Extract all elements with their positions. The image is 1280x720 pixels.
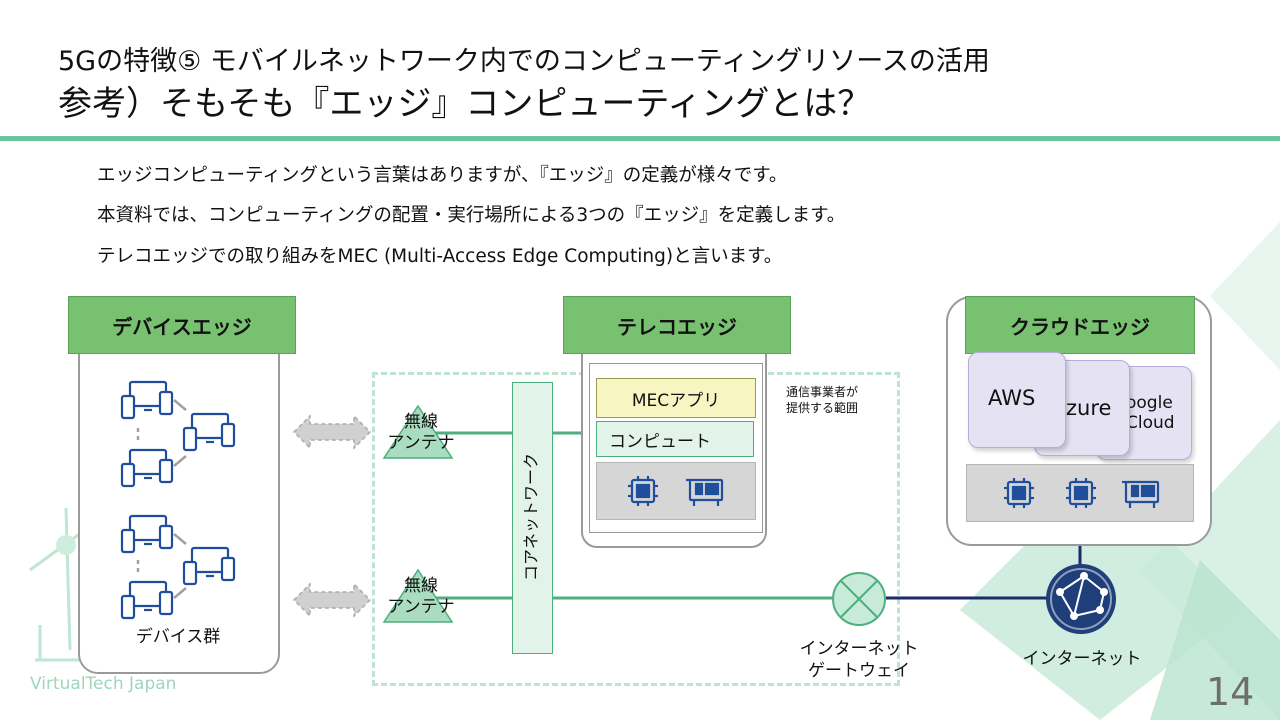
mec-app-box: MECアプリ: [596, 378, 756, 418]
telco-edge-header: テレコエッジ: [563, 296, 791, 354]
antenna-label-1: 無線アンテナ: [387, 412, 455, 453]
cpu-chip-icon: [1004, 478, 1034, 508]
telco-hardware-icons: [628, 476, 724, 506]
core-network-label: コアネットワーク: [522, 453, 541, 581]
internet-gateway-label: インターネットゲートウェイ: [799, 639, 919, 681]
compute-box: コンピュート: [596, 421, 754, 457]
title-divider: [0, 136, 1280, 141]
core-network-box: [512, 382, 553, 654]
intro-line-2: 本資料では、コンピューティングの配置・実行場所による3つの『エッジ』を定義します…: [97, 205, 846, 226]
aws-card: [968, 352, 1066, 448]
carrier-note: 通信事業者が提供する範囲: [786, 385, 859, 415]
device-antenna-arrow-1: [292, 414, 372, 450]
aws-label: AWS: [988, 386, 1036, 410]
intro-line-1: エッジコンピューティングという言葉はありますが、『エッジ』の定義が様々です。: [97, 165, 788, 186]
page-number: 14: [1206, 670, 1255, 714]
cloud-hardware-icons: [1004, 478, 1160, 508]
internet-globe-icon: [1046, 564, 1116, 634]
device-edge-header: デバイスエッジ: [68, 296, 296, 354]
nic-card-icon: [686, 478, 724, 506]
device-edge-panel: [78, 320, 280, 674]
cpu-chip-icon: [1066, 478, 1096, 508]
device-group-caption: デバイス群: [135, 627, 221, 647]
internet-label: インターネット: [1022, 649, 1142, 669]
slide-title-line2: 参考）そもそも『エッジ』コンピューティングとは？: [58, 84, 872, 124]
slide-title-line1: 5Gの特徴⑤ モバイルネットワーク内でのコンピューティングリソースの活用: [58, 46, 990, 77]
nic-card-icon: [1122, 480, 1160, 508]
azure-label: zure: [1066, 396, 1112, 420]
cloud-edge-header: クラウドエッジ: [965, 296, 1195, 354]
brand-logo-text: VirtualTech Japan: [30, 674, 177, 694]
device-group-icons: [120, 380, 236, 620]
internet-gateway-icon: [832, 572, 886, 626]
device-antenna-arrow-2: [292, 582, 372, 618]
antenna-icon: [382, 568, 454, 623]
antenna-icon: [382, 404, 454, 459]
bg-diamond: [1150, 560, 1280, 720]
antenna-label-2: 無線アンテナ: [387, 576, 455, 617]
bg-diamond: [1210, 222, 1280, 370]
core-network-text: コアネットワーク: [522, 453, 541, 581]
telco-hardware-row: [596, 462, 756, 520]
intro-line-3: テレコエッジでの取り組みをMEC (Multi-Access Edge Comp…: [97, 246, 783, 267]
